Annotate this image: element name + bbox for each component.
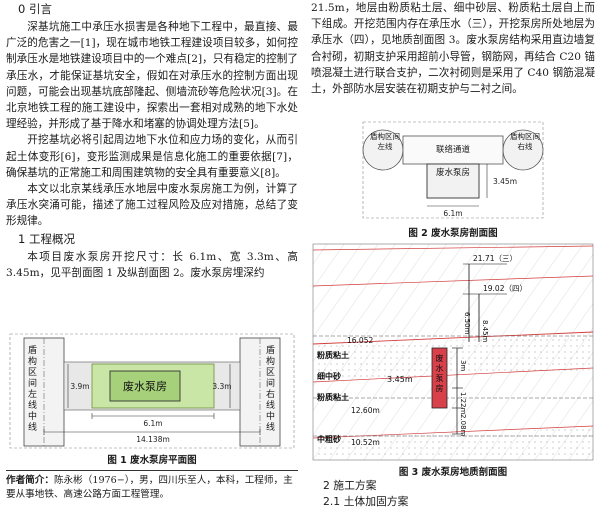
figure-2-drawing: 联络通道 3.45m 6.1m <box>362 121 544 219</box>
fig2-left-tunnel-label: 盾构区间左线 <box>370 132 400 151</box>
fig3-layer-1: 粉质粘土 <box>317 350 349 360</box>
fig1-caption: 图 1 废水泵房平面图 <box>107 455 197 466</box>
fig3-elev-1: 21.71（三） <box>473 254 517 263</box>
fig3-elev-4: 12.60m <box>351 406 380 415</box>
section-heading-intro: 0 引言 <box>18 2 52 16</box>
fig3-room-label: 废水泵房 <box>435 354 444 393</box>
fig1-right-tunnel-label: 盾构区间右线中线 <box>266 346 276 433</box>
fig3-dim-h: 3.45m <box>387 375 413 384</box>
fig3-depth-5: 2.08m <box>459 414 467 437</box>
paragraph-overview: 本项目废水泵房开挖尺寸：长 6.1m、宽 3.3m、高 3.45m，见平剖面图 … <box>6 250 298 279</box>
figure-1-plan: 废水泵房 3.9m 3.3m 6.1m 14.138m 盾构区间左线中线 盾构区… <box>6 332 298 466</box>
section-heading-plan: 2 施工方案 <box>323 479 377 492</box>
fig3-caption: 图 3 废水泵房地质剖面图 <box>398 467 508 478</box>
right-column: 21.5m，地层由粉质粘土层、细中砂层、粉质粘土层自上而下组成。开挖范围内存在承… <box>311 0 595 97</box>
fig2-room-label: 废水泵房 <box>435 168 470 178</box>
fig1-dim-total: 14.138m <box>136 435 170 444</box>
fig2-caption: 图 2 废水泵房剖面图 <box>408 228 498 239</box>
fig3-elev-5: 10.52m <box>351 438 380 447</box>
author-note-label: 作者简介： <box>6 475 54 486</box>
paragraph-intro-3: 本文以北京某线承压水地层中废水泵房施工为例，计算了承压水突涌可能，描述了施工过程… <box>6 183 298 228</box>
figure-2-section: 联络通道 3.45m 6.1m 盾构区间左线 盾构区间右线 废水泵房 图 2 废… <box>311 118 595 240</box>
fig3-elev-2: 19.02（四） <box>483 284 527 293</box>
fig1-room-label: 废水泵房 <box>123 379 167 393</box>
fig1-left-tunnel-label: 盾构区间左线中线 <box>28 346 38 433</box>
fig1-dim-width: 6.1m <box>143 419 162 428</box>
fig3-depth-2: 8.45m <box>481 320 489 343</box>
fig3-depth-3: 3m <box>459 360 467 371</box>
fig2-passage-label: 联络通道 <box>436 144 471 155</box>
subsection-heading-soil: 2.1 土体加固方案 <box>323 495 409 508</box>
fig3-layer-3: 粉质粘土 <box>317 392 349 402</box>
fig3-layer-4: 中粗砂 <box>317 434 341 444</box>
fig1-dim-left: 3.9m <box>70 382 89 391</box>
paragraph-intro-2: 开挖基坑必将引起周边地下水位和应力场的变化，从而引起土体变形[6]，变形监测成果… <box>6 134 298 179</box>
fig3-layer-2: 细中砂 <box>317 371 341 381</box>
author-note-text: 陈永彬（1976−），男，四川乐至人，本科，工程师，主要从事地铁、高速公路方面工… <box>6 475 293 500</box>
fig2-dim-w: 6.1m <box>443 209 462 218</box>
paragraph-overview-continued: 21.5m，地层由粉质粘土层、细中砂层、粉质粘土层自上而下组成。开挖范围内存在承… <box>311 2 595 96</box>
fig1-dim-right: 3.3m <box>212 382 231 391</box>
section-heading-overview: 1 工程概况 <box>18 231 75 246</box>
figure-3-drawing: 21.71（三） 19.02（四） 16.052 12.60m 10.52m 6… <box>312 243 594 461</box>
figure-1-drawing: 废水泵房 3.9m 3.3m 6.1m 14.138m <box>9 333 295 449</box>
right-column-bottom: 2 施工方案 2.1 土体加固方案 <box>311 478 595 510</box>
fig3-depth-4: 1.22m <box>459 392 467 415</box>
paragraph-intro-1: 深基坑施工中承压水损害是各种地下工程中，最直接、最广泛的危害之一[1]，现在城市… <box>6 21 298 131</box>
figure-3-geology: 21.71（三） 19.02（四） 16.052 12.60m 10.52m 6… <box>311 242 595 478</box>
left-column: 0 引言 深基坑施工中承压水损害是各种地下工程中，最直接、最广泛的危害之一[1]… <box>6 0 298 281</box>
fig3-elev-3: 16.052 <box>347 336 373 345</box>
author-note: 作者简介：陈永彬（1976−），男，四川乐至人，本科，工程师，主要从事地铁、高速… <box>6 470 298 502</box>
fig2-right-tunnel-label: 盾构区间右线 <box>510 132 540 151</box>
fig3-depth-1: 6.50m <box>463 312 471 335</box>
fig2-dim-h: 3.45m <box>493 177 517 186</box>
